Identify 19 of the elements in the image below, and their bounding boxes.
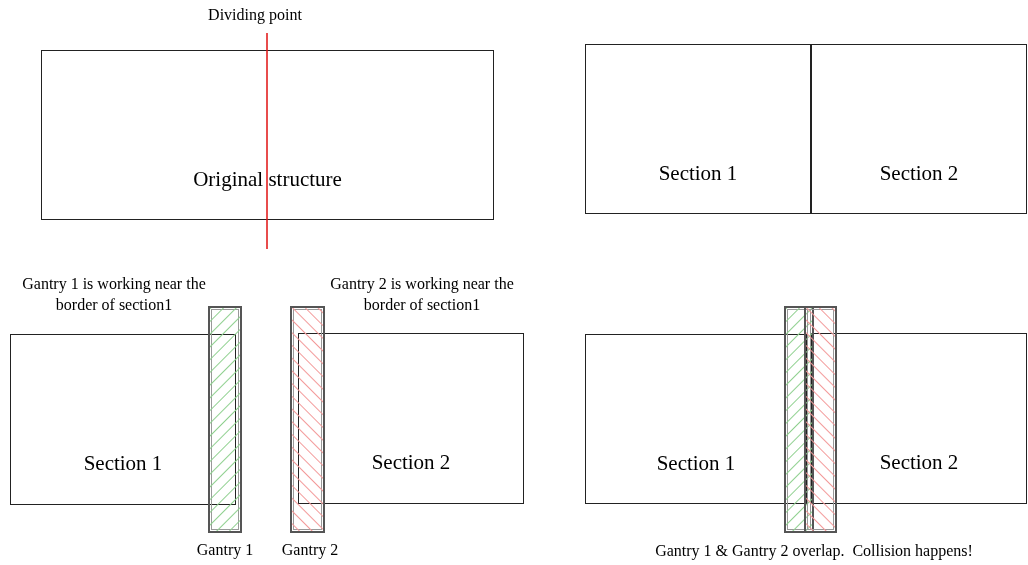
section-label: Section 1 <box>83 453 163 474</box>
section-label: Section 2 <box>879 163 959 184</box>
structure-box <box>585 44 811 214</box>
section-label: Section 2 <box>371 452 451 473</box>
section-label: Section 1 <box>656 453 736 474</box>
gantry-bar <box>804 306 837 533</box>
gantry-bar <box>290 306 325 533</box>
annotation-text: Gantry 2 is working near the border of section1 <box>329 274 515 315</box>
gantry-label: Gantry 2 <box>280 540 340 560</box>
gantry-bar <box>208 306 242 533</box>
gantry-label: Gantry 1 <box>195 540 255 560</box>
annotation-text: Dividing point <box>207 5 303 25</box>
structure-box <box>41 50 494 220</box>
section-label: Section 1 <box>658 163 738 184</box>
section-label: Section 2 <box>879 452 959 473</box>
section-label: Original structure <box>193 169 342 190</box>
annotation-text: Gantry 1 is working near the border of section1 <box>21 274 207 315</box>
annotation-text: Gantry 1 & Gantry 2 overlap. Collision happens! <box>654 541 974 561</box>
structure-box <box>811 44 1027 214</box>
